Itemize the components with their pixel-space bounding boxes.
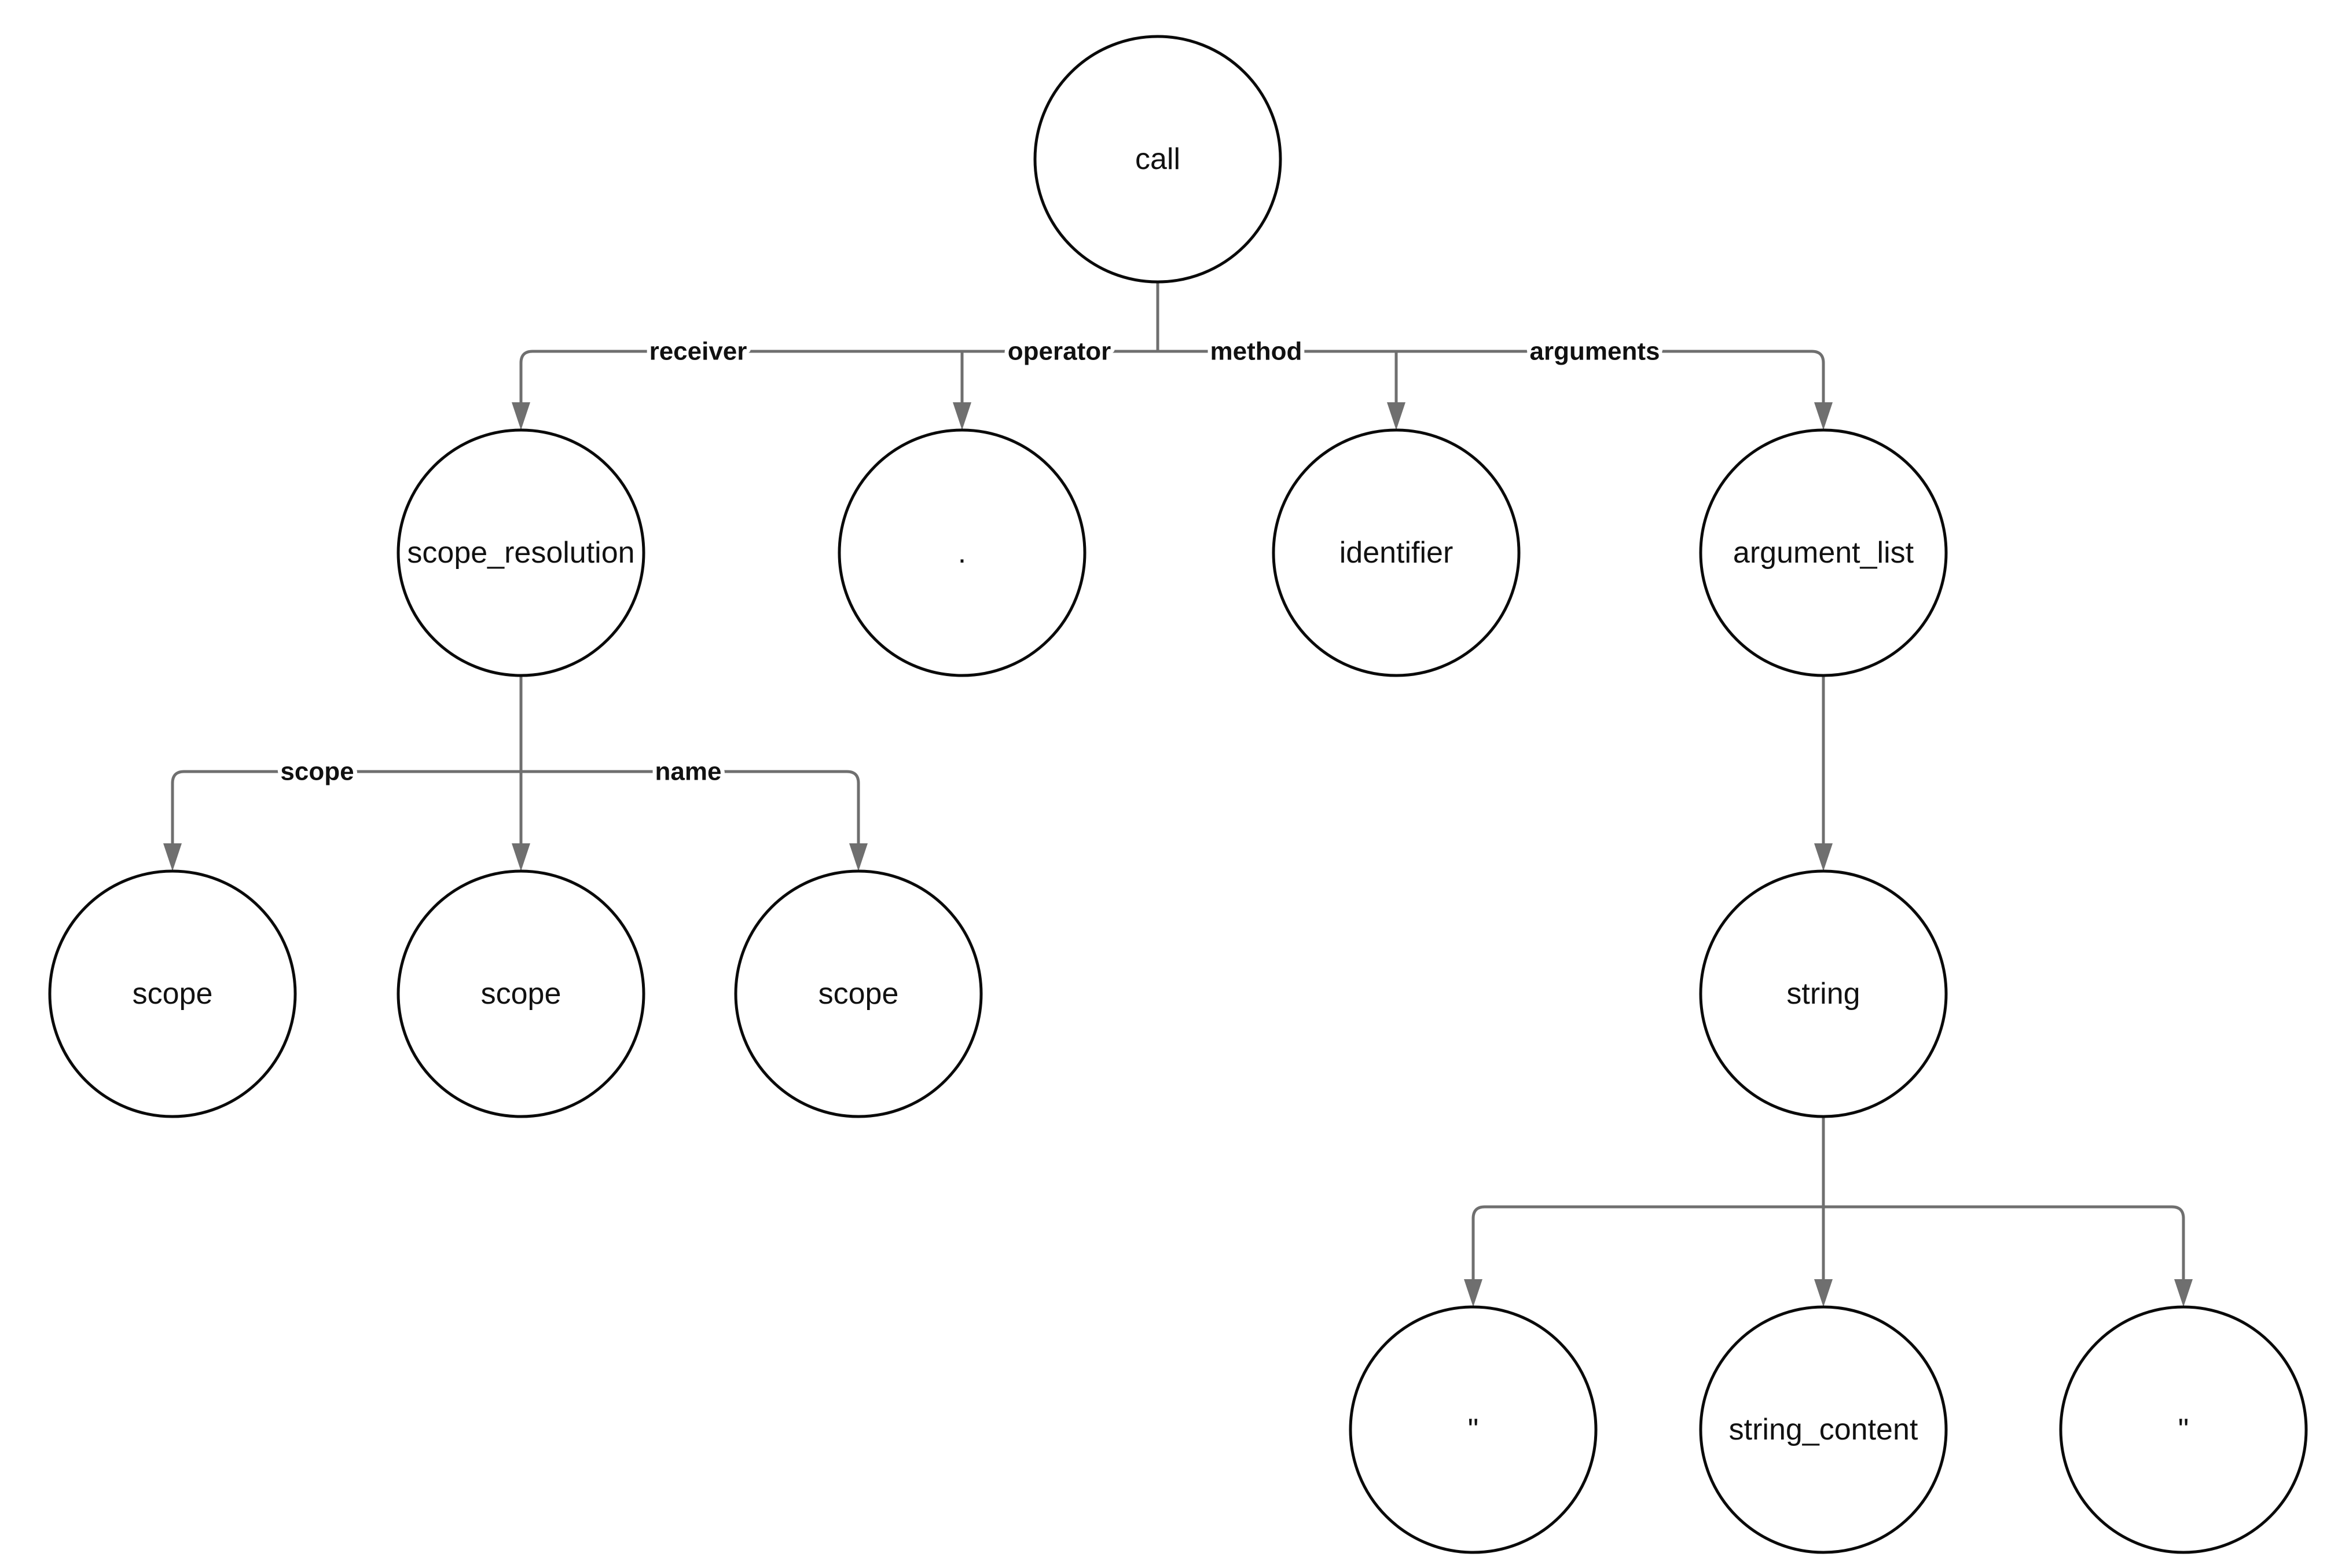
- node-scope-left-label: scope: [133, 977, 213, 1011]
- node-string[interactable]: [1699, 869, 1948, 1118]
- edge-label-name: name: [655, 758, 722, 786]
- node-close-quote[interactable]: [2059, 1305, 2308, 1554]
- arrowhead-scope-middle-icon: [512, 843, 530, 871]
- node-operator-dot[interactable]: [838, 428, 1087, 677]
- node-argument-list-label: argument_list: [1733, 536, 1914, 570]
- edge-call-receiver: [519, 350, 1158, 405]
- node-string-label: string: [1786, 977, 1860, 1011]
- node-operator-dot-label: .: [958, 536, 966, 570]
- node-identifier-label: identifier: [1339, 536, 1454, 570]
- edge-label-arguments: arguments: [1530, 337, 1660, 366]
- node-close-quote-label: ": [2178, 1413, 2189, 1446]
- arrowhead-operator-icon: [953, 402, 971, 430]
- node-string-content[interactable]: [1699, 1305, 1948, 1554]
- arrowhead-open-quote-icon: [1464, 1279, 1482, 1307]
- edge-string-close-quote: [1823, 1205, 2185, 1279]
- edge-string-open-quote: [1471, 1205, 1823, 1279]
- node-scope-right[interactable]: [734, 869, 983, 1118]
- edge-labels: receiver operator method arguments scope…: [276, 333, 1664, 790]
- arrowhead-scope-right-icon: [849, 843, 868, 871]
- edge-label-operator: operator: [1008, 337, 1111, 366]
- arrowhead-method-icon: [1387, 402, 1405, 430]
- edge-label-method: method: [1210, 337, 1302, 366]
- arrowhead-string-icon: [1814, 843, 1833, 871]
- edges: [163, 282, 2193, 1307]
- node-scope-left[interactable]: [48, 869, 297, 1118]
- node-call[interactable]: [1033, 35, 1282, 284]
- edge-label-receiver: receiver: [649, 337, 747, 366]
- nodes: call scope_resolution . identifier argum…: [48, 35, 2308, 1554]
- edge-label-scope: scope: [280, 758, 354, 786]
- node-scope-resolution[interactable]: [397, 428, 645, 677]
- node-string-content-label: string_content: [1729, 1413, 1918, 1446]
- node-scope-resolution-label: scope_resolution: [407, 536, 634, 570]
- node-scope-middle[interactable]: [397, 869, 645, 1118]
- edge-scope-resolution-scope: [171, 770, 521, 843]
- node-open-quote-label: ": [1468, 1413, 1478, 1446]
- node-scope-middle-label: scope: [481, 977, 561, 1011]
- node-call-label: call: [1135, 142, 1180, 176]
- node-scope-right-label: scope: [819, 977, 899, 1011]
- node-argument-list[interactable]: [1699, 428, 1948, 677]
- arrowhead-close-quote-icon: [2174, 1279, 2193, 1307]
- node-open-quote[interactable]: [1349, 1305, 1598, 1554]
- edge-call-arguments: [1158, 350, 1825, 405]
- arrowhead-receiver-icon: [512, 402, 530, 430]
- arrowhead-scope-left-icon: [163, 843, 182, 871]
- arrowhead-arguments-icon: [1814, 402, 1833, 430]
- node-identifier[interactable]: [1272, 428, 1521, 677]
- arrowhead-string-content-icon: [1814, 1279, 1833, 1307]
- edge-scope-resolution-name: [521, 770, 860, 843]
